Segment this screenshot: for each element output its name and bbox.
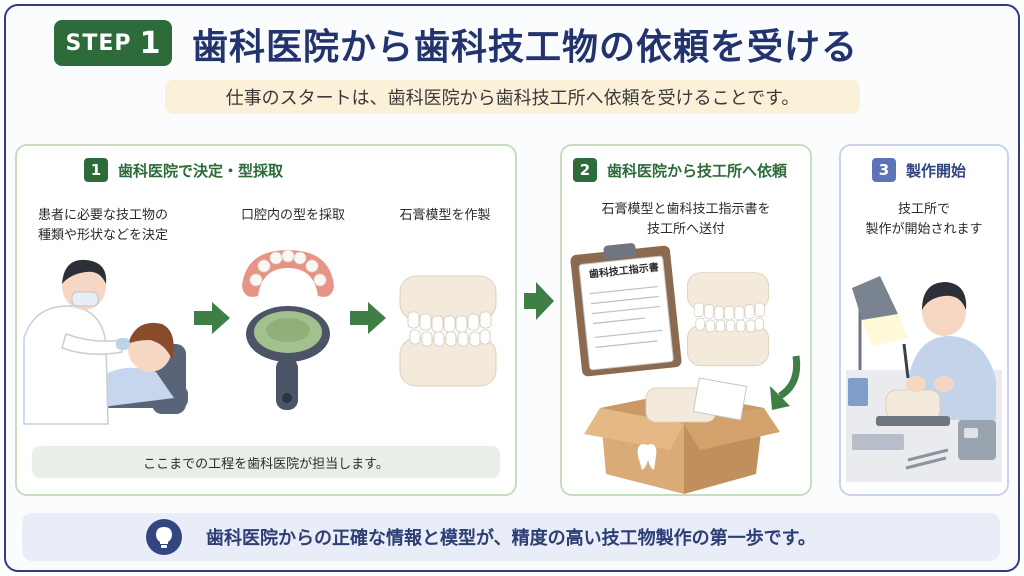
card-3-caption: 技工所で 製作が開始されます xyxy=(865,202,983,237)
subtitle-banner: 仕事のスタートは、歯科医院から歯科技工所へ依頼を受けることです。 xyxy=(165,80,860,114)
card-3-title: 製作開始 xyxy=(906,161,967,180)
plaster-model-illustration xyxy=(399,275,497,387)
clinic-responsibility-note: ここまでの工程を歯科医院が担当します。 xyxy=(32,446,500,478)
card-1-step-3-caption: 石膏模型を作製 xyxy=(399,208,491,223)
impression-tray-illustration xyxy=(242,249,334,410)
step-badge: STEP 1 xyxy=(54,20,172,66)
card-1-step-2-caption: 口腔内の型を採取 xyxy=(240,208,345,223)
arrow-right-icon xyxy=(524,282,554,320)
plaster-model-illustration xyxy=(686,272,770,367)
shipping-box-illustration xyxy=(584,377,780,494)
card-3-number: 3 xyxy=(872,158,896,182)
curved-arrow-icon xyxy=(770,355,801,410)
step-number: 1 xyxy=(139,25,161,61)
step-word: STEP xyxy=(65,30,132,56)
technician-illustration xyxy=(846,276,1002,482)
page-title: 歯科医院から歯科技工物の依頼を受ける xyxy=(192,27,859,68)
card-1-number: 1 xyxy=(84,158,108,182)
card-2-caption: 石膏模型と歯科技工指示書を 技工所へ送付 xyxy=(601,202,771,237)
card-1-header: 1 歯科医院で決定・型採取 xyxy=(84,158,283,182)
bottom-tip-bar: 歯科医院からの正確な情報と模型が、精度の高い技工物製作の第一歩です。 xyxy=(22,513,1000,561)
card-1-step-1-caption: 患者に必要な技工物の 種類や形状などを決定 xyxy=(37,208,168,243)
bottom-tip-text: 歯科医院からの正確な情報と模型が、精度の高い技工物製作の第一歩です。 xyxy=(206,528,816,549)
card-1-title: 歯科医院で決定・型採取 xyxy=(118,161,284,180)
clipboard-illustration xyxy=(570,243,682,377)
card-2-header: 2 歯科医院から技工所へ依頼 xyxy=(573,158,787,182)
lightbulb-icon xyxy=(146,519,182,555)
card-2-number: 2 xyxy=(573,158,597,182)
arrow-right-icon xyxy=(350,302,386,334)
dentist-patient-illustration xyxy=(23,259,188,425)
card-3-header: 3 製作開始 xyxy=(872,158,966,182)
arrow-right-icon xyxy=(194,302,230,334)
card-2-title: 歯科医院から技工所へ依頼 xyxy=(607,161,788,180)
